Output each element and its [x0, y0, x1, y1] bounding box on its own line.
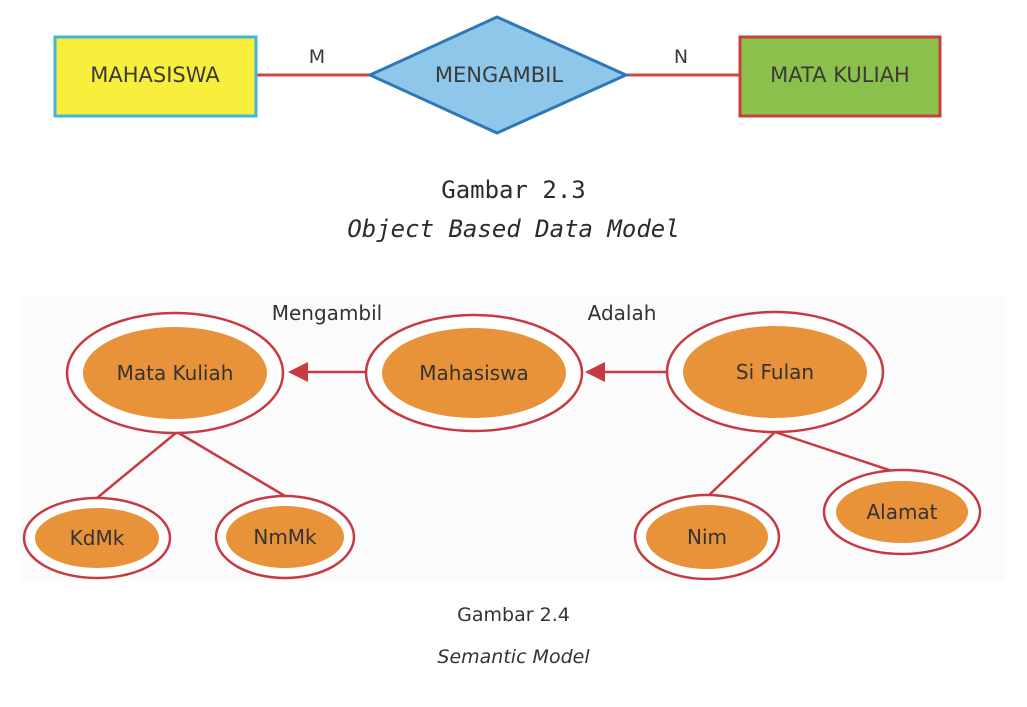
entity-mahasiswa-label: MAHASISWA	[90, 63, 220, 87]
node-mahasiswa-label: Mahasiswa	[419, 361, 528, 385]
node-si-fulan: Si Fulan	[665, 310, 885, 434]
caption-title-gambar-2-4: Gambar 2.4	[457, 604, 570, 626]
node-mata-kuliah-label: Mata Kuliah	[117, 361, 234, 385]
line-matakuliah-kdmk	[96, 431, 178, 499]
caption-title-gambar-2-3: Gambar 2.3	[441, 176, 586, 204]
caption-subtitle-object-based-data-model: Object Based Data Model	[347, 215, 680, 243]
node-kdmk: KdMk	[22, 496, 172, 580]
entity-mahasiswa	[53, 35, 258, 118]
cardinality-m: M	[309, 46, 325, 68]
node-nmmk-label: NmMk	[253, 525, 317, 549]
node-kdmk-label: KdMk	[70, 526, 125, 550]
node-mahasiswa: Mahasiswa	[364, 313, 584, 433]
semantic-model: Mata Kuliah Mahasiswa Si Fulan KdMk NmMk	[20, 296, 1005, 581]
line-sifulan-nim	[706, 431, 776, 498]
relation-label-adalah: Adalah	[588, 301, 657, 325]
relation-label-mengambil: Mengambil	[272, 301, 382, 325]
relationship-mengambil-label: MENGAMBIL	[435, 63, 563, 87]
node-nim-label: Nim	[687, 525, 727, 549]
line-matakuliah-nmmk	[176, 430, 286, 498]
line-sifulan-alamat	[774, 430, 893, 473]
node-mata-kuliah: Mata Kuliah	[65, 311, 285, 435]
node-alamat-label: Alamat	[866, 500, 937, 524]
node-alamat: Alamat	[822, 468, 982, 556]
caption-subtitle-semantic-model: Semantic Model	[437, 646, 590, 668]
node-nim: Nim	[633, 493, 781, 581]
entity-mata-kuliah	[738, 35, 942, 118]
er-diagram: MAHASISWA MENGAMBIL MATA KULIAH M N	[53, 15, 942, 135]
cardinality-n: N	[674, 46, 688, 68]
node-nmmk: NmMk	[214, 494, 356, 580]
entity-mata-kuliah-label: MATA KULIAH	[770, 63, 910, 87]
node-si-fulan-label: Si Fulan	[736, 360, 814, 384]
relationship-mengambil	[366, 15, 630, 135]
